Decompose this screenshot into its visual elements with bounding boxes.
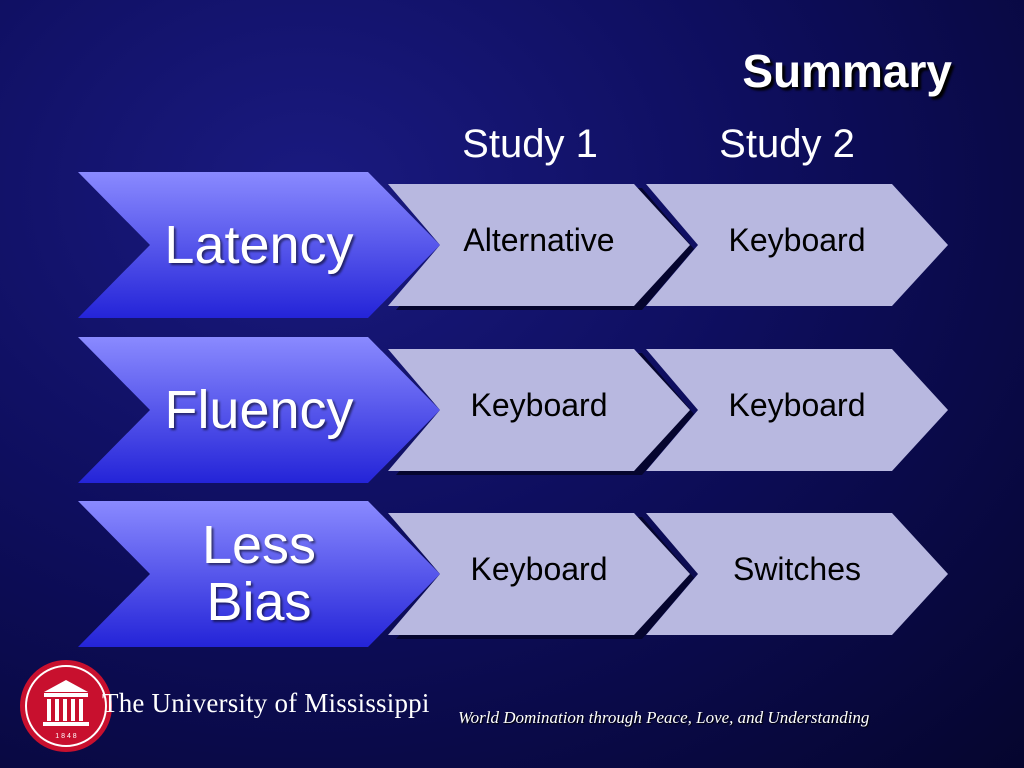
cell-fluency-study-1: Keyboard [388,349,694,475]
slide-title: Summary [742,45,952,97]
cell-shape [388,513,694,639]
cell-shape [646,349,948,471]
cell-shape [646,513,948,635]
cell-latency-study-2: Keyboard [646,184,948,306]
row-label-shape [78,172,440,318]
cell-less-bias-study-1-text: Keyboard [388,513,690,635]
motto: World Domination through Peace, Love, an… [458,708,870,727]
cell-shape [646,184,948,306]
cell-latency-study-1: Alternative [388,184,694,310]
cell-value: Alternative [463,222,615,258]
row-label-less-bias-chevron: Less Bias [78,501,440,647]
cell-latency-study-1-text: Alternative [388,184,690,306]
row-label-fluency: Fluency [164,379,354,440]
column-header-study-2: Study 2 [719,122,855,166]
row-label-less-bias: Less Bias [78,501,440,647]
cell-less-bias-study-2-text: Switches [646,513,948,635]
cell-value: Keyboard [470,387,608,423]
row-label-text: Less Bias [201,515,317,632]
university-seal-icon: 1 8 4 8 [20,660,112,752]
row-label-latency-chevron: Latency [78,172,440,318]
cell-shape [388,184,694,310]
row-label-fluency-chevron: Fluency [78,337,440,483]
university-name: The University of Mississippi [102,688,430,718]
cell-less-bias-study-1: Keyboard [388,513,694,639]
cell-less-bias-study-2: Switches [646,513,948,635]
cell-value: Keyboard [470,551,608,587]
cell-value: Keyboard [728,387,866,423]
cell-fluency-study-1-text: Keyboard [388,349,690,471]
cell-fluency-study-2: Keyboard [646,349,948,471]
row-label-latency: Latency [164,214,354,275]
seal-year: 1 8 4 8 [55,733,77,740]
column-header-study-1: Study 1 [462,122,598,166]
cell-value: Switches [732,551,862,587]
row-label-shape [78,337,440,483]
row-label-shape [78,501,440,647]
cell-latency-study-2-text: Keyboard [646,184,948,306]
cell-fluency-study-2-text: Keyboard [646,349,948,471]
cell-value: Keyboard [728,222,866,258]
cell-shape [388,349,694,475]
